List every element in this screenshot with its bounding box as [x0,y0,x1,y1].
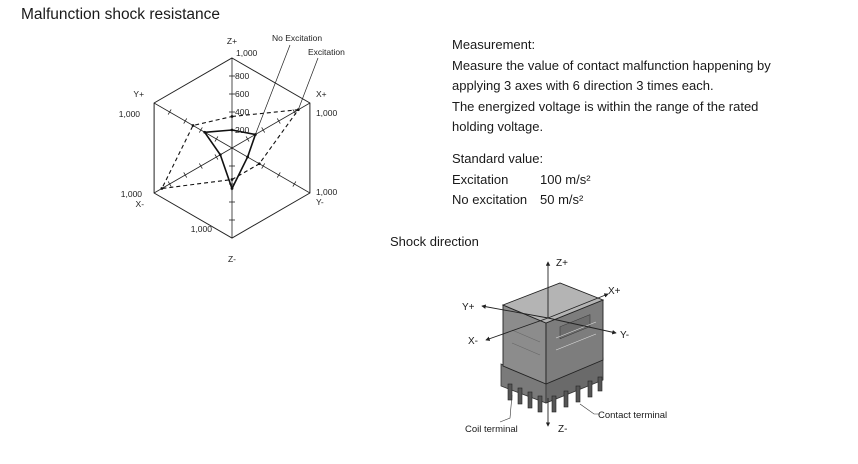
standard-heading: Standard value: [452,151,544,166]
measurement-line-2: applying 3 axes with 6 direction 3 times… [452,78,714,93]
radar-tick-mark [167,109,172,115]
radar-max-label-z-minus: 1,000 [191,224,213,234]
radar-tick-label-600: 600 [235,89,249,99]
shock-direction-heading: Shock direction [390,234,479,249]
label-z-minus: Z- [558,424,568,435]
radar-frame [153,57,311,239]
axis-y-plus-arrow [481,304,549,319]
radar-tick-mark [183,172,188,178]
page-title: Malfunction shock resistance [21,6,221,23]
radar-max-label-x-plus: 1,000 [316,108,338,118]
radar-tick-mark [276,118,281,124]
coil-terminal-label: Coil terminal [465,424,518,435]
radar-max-label-y-minus: 1,000 [316,187,338,197]
coil-terminal-callout [499,394,513,423]
radar-series [160,44,319,191]
legend-no-excitation: No Excitation [272,33,322,43]
measurement-block: Measurement: Measure the value of contac… [452,35,812,138]
label-y-plus: Y+ [462,302,475,313]
standard-excitation-row: Excitation 100 m/s² [452,172,591,187]
measurement-line-1: Measure the value of contact malfunction… [452,57,771,73]
radar-spoke-x-plus [231,102,311,149]
radar-tick-mark [261,163,266,169]
axis-x-minus-arrow [485,317,549,341]
radar-spoke-x-minus [153,147,233,194]
radar-series-excitation-point [257,162,261,166]
radar-tick-mark [167,181,172,187]
standard-no-excitation-row: No excitation 50 m/s² [452,192,583,207]
radar-series-excitation-point [230,115,234,118]
radar-max-label-x-minus: 1,000 [121,189,143,199]
radar-axis-label-z-minus: Z- [228,254,236,264]
measurement-line-3: The energized voltage is within the rang… [452,98,759,114]
radar-spoke-y-minus [231,147,311,194]
measurement-heading: Measurement: [452,37,536,52]
axis-x-plus-arrow [547,293,609,319]
radar-max-label-z-plus: 1,000 [236,48,258,58]
relay-illustration [481,261,617,427]
radar-axis-label-y-minus: Y- [316,197,324,207]
radar-max-label-y-plus: 1,000 [119,109,141,119]
axis-y-minus-arrow [547,317,617,335]
standard-excitation-value: 100 m/s² [540,172,591,187]
radar-tick-label-400: 400 [235,107,249,117]
radar-tick-mark [245,136,250,142]
contact-terminal-label: Contact terminal [598,410,668,421]
relay-base [500,357,604,413]
label-y-minus: Y- [620,330,630,341]
radar-tick-mark [214,154,219,160]
radar-series-excitation-point [160,187,164,190]
measurement-line-4: holding voltage. [452,119,544,134]
radar-axis-label-x-plus: X+ [316,89,327,99]
radar-series-excitation-point [230,178,234,181]
radar-tick-label-800: 800 [235,71,249,81]
radar-tick-label-200: 200 [235,125,249,135]
radar-tick-mark [198,163,203,169]
radar-tick-mark [276,172,281,178]
radar-series-no-excitation-point [230,187,234,190]
radar-axis-label-z-plus: Z+ [227,36,237,46]
legend-leader-no-excitation [255,44,291,135]
radar-axis-label-y-plus: Y+ [133,89,144,99]
shock-axes [481,261,617,427]
legend-leader-excitation [297,57,319,110]
radar-tick-mark [198,127,203,133]
standard-excitation-label: Excitation [452,172,509,187]
radar-series-no-excitation-point [203,130,207,134]
standard-no-excitation-value: 50 m/s² [540,192,584,207]
radar-series-no-excitation-point [246,155,249,159]
radar-series-no-excitation-point [218,153,222,157]
radar-series-no-excitation-point [230,128,234,132]
radar-tick-mark [261,127,266,133]
radar-tick-mark [292,181,297,187]
label-x-minus: X- [468,336,478,347]
radar-tick-mark [214,136,219,142]
radar-tick-mark [183,118,188,124]
legend-excitation: Excitation [308,47,345,57]
contact-terminal-callout [579,403,600,415]
label-z-plus: Z+ [556,258,568,269]
standard-no-excitation-label: No excitation [452,192,528,207]
radar-series-excitation-point [191,124,195,127]
radar-axis-label-x-minus: X- [136,199,145,209]
label-x-plus: X+ [608,286,621,297]
